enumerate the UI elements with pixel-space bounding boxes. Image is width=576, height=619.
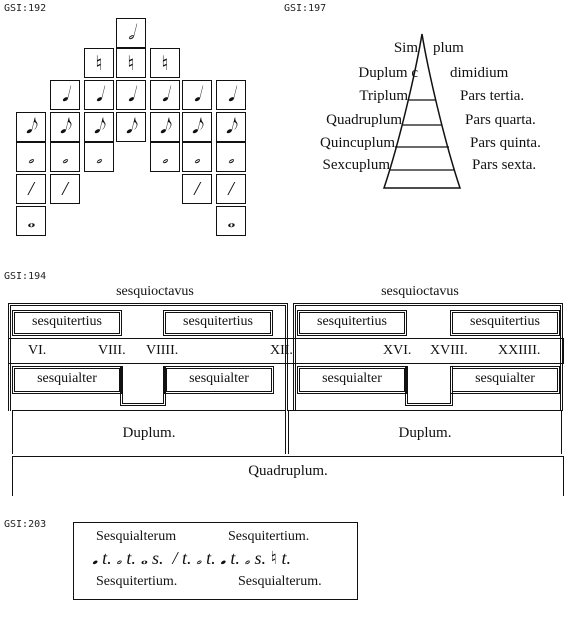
sesquitertius-box: [163, 310, 273, 336]
note-cell: 𝅗: [84, 142, 114, 172]
note-cell: ♮: [150, 48, 180, 78]
note-cell: 𝅘𝅥: [50, 80, 80, 110]
note-cell: 𝅗: [182, 142, 212, 172]
note-cell: 𝅗: [50, 142, 80, 172]
sesquitertius-label: sesquitertius: [317, 314, 387, 329]
ratio-right-5: Pars quinta.: [470, 135, 541, 151]
sesquitertius-box: [12, 310, 122, 336]
note-cell: 𝅗: [216, 142, 246, 172]
note-cell: 𝅘𝅥𝅮: [182, 112, 212, 142]
triangle-diagram: [382, 33, 462, 189]
note-cell: 𝅘𝅥𝅮: [116, 112, 146, 142]
ratio-left-6: Sexcuplum: [322, 157, 391, 173]
panel-192-grid: 𝅗𝅥 ♮ ♮ ♮ 𝅘𝅥 𝅘𝅥 𝅘𝅥 𝅘𝅥 𝅘𝅥 𝅘𝅥 𝅘𝅥𝅮 𝅘𝅥𝅮 𝅘𝅥𝅮 𝅘…: [0, 0, 260, 245]
duplum-label: Duplum.: [398, 425, 452, 441]
ratio-left-3: Triplum: [359, 88, 408, 104]
line1-right: Sesquitertium.: [228, 529, 310, 544]
ratio-right-1: plum: [433, 40, 464, 56]
note-cell: /: [50, 174, 80, 204]
sesquialter-label: sesquialter: [475, 371, 535, 386]
note-cell: 𝅗: [16, 142, 46, 172]
note-cell: 𝅘𝅥𝅮: [150, 112, 180, 142]
note-cell: 𝅘𝅥𝅮: [16, 112, 46, 142]
note-cell: 𝅘𝅥: [84, 80, 114, 110]
number-label: XII.: [270, 343, 293, 358]
note-cell: 𝅝: [216, 206, 246, 236]
quadruplum-label: Quadruplum.: [248, 463, 328, 479]
sesquioctavus-right: sesquioctavus: [381, 284, 459, 299]
sesquioctavus-bracket-right: [293, 303, 563, 411]
note-cell: ♮: [84, 48, 114, 78]
duplum-label: Duplum.: [122, 425, 176, 441]
ratio-right-6: Pars sexta.: [472, 157, 537, 173]
note-cell: 𝅗𝅥: [116, 18, 146, 48]
duplum-bracket: [12, 410, 286, 454]
panel-197-label: GSI:197: [284, 3, 327, 14]
ratio-right-4: Pars quarta.: [465, 112, 536, 128]
note-cell: 𝅘𝅥: [216, 80, 246, 110]
sesquioctavus-bracket-left: [8, 303, 288, 411]
duplum-bracket: [288, 410, 562, 454]
numbers-bar: [8, 338, 564, 364]
note-cell: /: [216, 174, 246, 204]
sesquialter-box: [164, 366, 274, 394]
number-label: VIII.: [98, 343, 126, 358]
panel-192-label: GSI:192: [4, 3, 47, 14]
line3-left: Sesquitertium.: [96, 574, 178, 589]
sesquitertius-label: sesquitertius: [32, 314, 102, 329]
number-label: VIIII.: [146, 343, 179, 358]
panel-203-frame: [73, 522, 358, 600]
sesquialter-label: sesquialter: [322, 371, 382, 386]
ratio-left-4: Quadruplum: [326, 112, 402, 128]
ratio-right-3: Pars tertia.: [460, 88, 525, 104]
note-cell: /: [16, 174, 46, 204]
sesquialter-label: sesquialter: [189, 371, 249, 386]
sesquialter-connector: [405, 366, 453, 406]
quadruplum-bracket: [12, 456, 564, 496]
note-cell: 𝅘𝅥: [150, 80, 180, 110]
note-cell: 𝅗: [150, 142, 180, 172]
sesquialter-connector: [120, 366, 166, 406]
note-cell: 𝅘𝅥𝅮: [50, 112, 80, 142]
note-cell: /: [182, 174, 212, 204]
number-label: XVIII.: [430, 343, 468, 358]
ratio-left-2: Duplum c: [358, 65, 418, 81]
panel-203-label: GSI:203: [4, 519, 47, 530]
note-cell: 𝅝: [16, 206, 46, 236]
ratio-right-2: dimidium: [450, 65, 509, 81]
ratio-left-5: Quincuplum: [320, 135, 395, 151]
sesquialter-box: [450, 366, 560, 394]
sesquitertius-label: sesquitertius: [183, 314, 253, 329]
sesquitertius-box: [297, 310, 407, 336]
note-cell: ♮: [116, 48, 146, 78]
note-cell: 𝅘𝅥𝅮: [216, 112, 246, 142]
note-cell: 𝅘𝅥: [182, 80, 212, 110]
number-label: XXIIII.: [498, 343, 541, 358]
note-cell: 𝅘𝅥: [116, 80, 146, 110]
notation-line: 𝅘 t. 𝅗 t. 𝅝 s. / t. 𝅗 t. 𝅘 t. 𝅗 s. ♮ t.: [92, 548, 291, 568]
sesquitertius-label: sesquitertius: [470, 314, 540, 329]
sesquitertius-box: [450, 310, 560, 336]
line3-right: Sesquialterum.: [238, 574, 322, 589]
line1-left: Sesquialterum: [96, 529, 177, 544]
number-label: XVI.: [383, 343, 412, 358]
panel-194-label: GSI:194: [4, 271, 47, 282]
sesquialter-label: sesquialter: [37, 371, 97, 386]
ratio-left-1: Sim: [393, 40, 418, 56]
sesquioctavus-left: sesquioctavus: [116, 284, 194, 299]
number-label: VI.: [28, 343, 47, 358]
note-cell: 𝅘𝅥𝅮: [84, 112, 114, 142]
